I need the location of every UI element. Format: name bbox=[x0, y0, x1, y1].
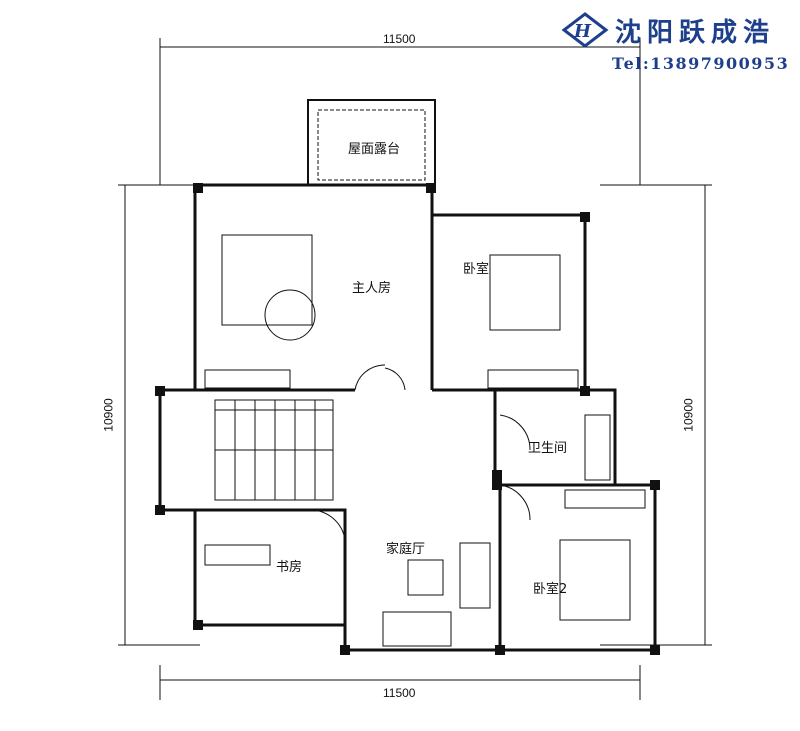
room-family-hall: 家庭厅 bbox=[386, 542, 426, 557]
room-bedroom: 卧室 bbox=[463, 262, 490, 277]
room-study: 书房 bbox=[276, 560, 303, 575]
dimension-right: 10900 bbox=[681, 398, 696, 432]
logo-emblem-icon: H bbox=[561, 12, 609, 48]
room-bedroom2: 卧室2 bbox=[533, 582, 568, 597]
room-master-bedroom: 主人房 bbox=[352, 281, 392, 296]
brand-name: 沈阳跃成浩 bbox=[615, 18, 776, 48]
dimension-bottom: 11500 bbox=[383, 686, 416, 700]
dimension-left: 10900 bbox=[101, 398, 116, 432]
dimension-top: 11500 bbox=[383, 32, 416, 46]
phone-number: Tel:13897900953 bbox=[612, 54, 790, 73]
svg-text:H: H bbox=[573, 21, 592, 42]
room-bathroom: 卫生间 bbox=[528, 441, 568, 456]
room-terrace: 屋面露台 bbox=[348, 142, 401, 157]
